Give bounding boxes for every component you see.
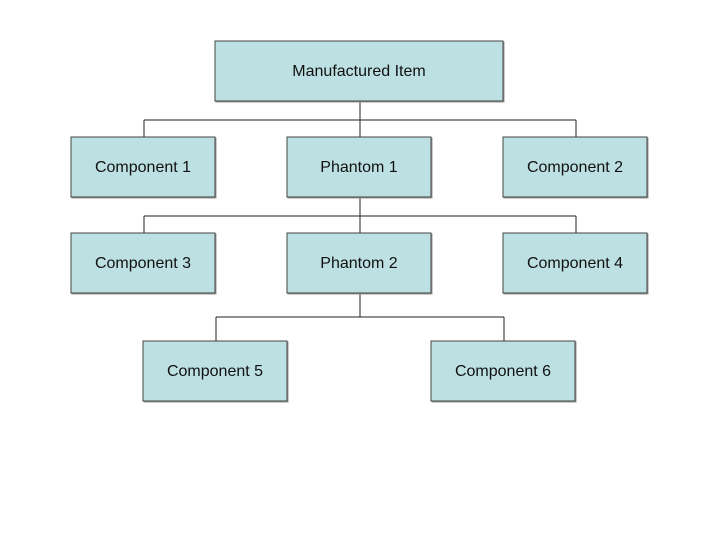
node-label: Component 3 bbox=[95, 255, 191, 272]
node-label: Component 5 bbox=[167, 363, 263, 380]
node-component-2[interactable]: Component 2 bbox=[502, 136, 648, 198]
node-label: Phantom 2 bbox=[320, 255, 397, 272]
node-label: Phantom 1 bbox=[320, 159, 397, 176]
node-label: Component 1 bbox=[95, 159, 191, 176]
node-component-6[interactable]: Component 6 bbox=[430, 340, 576, 402]
node-label: Component 6 bbox=[455, 363, 551, 380]
node-component-4[interactable]: Component 4 bbox=[502, 232, 648, 294]
connector-group-phantom-1 bbox=[143, 197, 577, 233]
node-label: Manufactured Item bbox=[292, 63, 425, 80]
node-label: Component 2 bbox=[527, 159, 623, 176]
node-component-3[interactable]: Component 3 bbox=[70, 232, 216, 294]
node-manufactured-item[interactable]: Manufactured Item bbox=[214, 40, 504, 102]
node-label: Component 4 bbox=[527, 255, 623, 272]
node-phantom-2[interactable]: Phantom 2 bbox=[286, 232, 432, 294]
connector-group-root bbox=[143, 101, 577, 137]
connector-group-phantom-2 bbox=[215, 293, 505, 341]
node-component-5[interactable]: Component 5 bbox=[142, 340, 288, 402]
node-phantom-1[interactable]: Phantom 1 bbox=[286, 136, 432, 198]
node-component-1[interactable]: Component 1 bbox=[70, 136, 216, 198]
